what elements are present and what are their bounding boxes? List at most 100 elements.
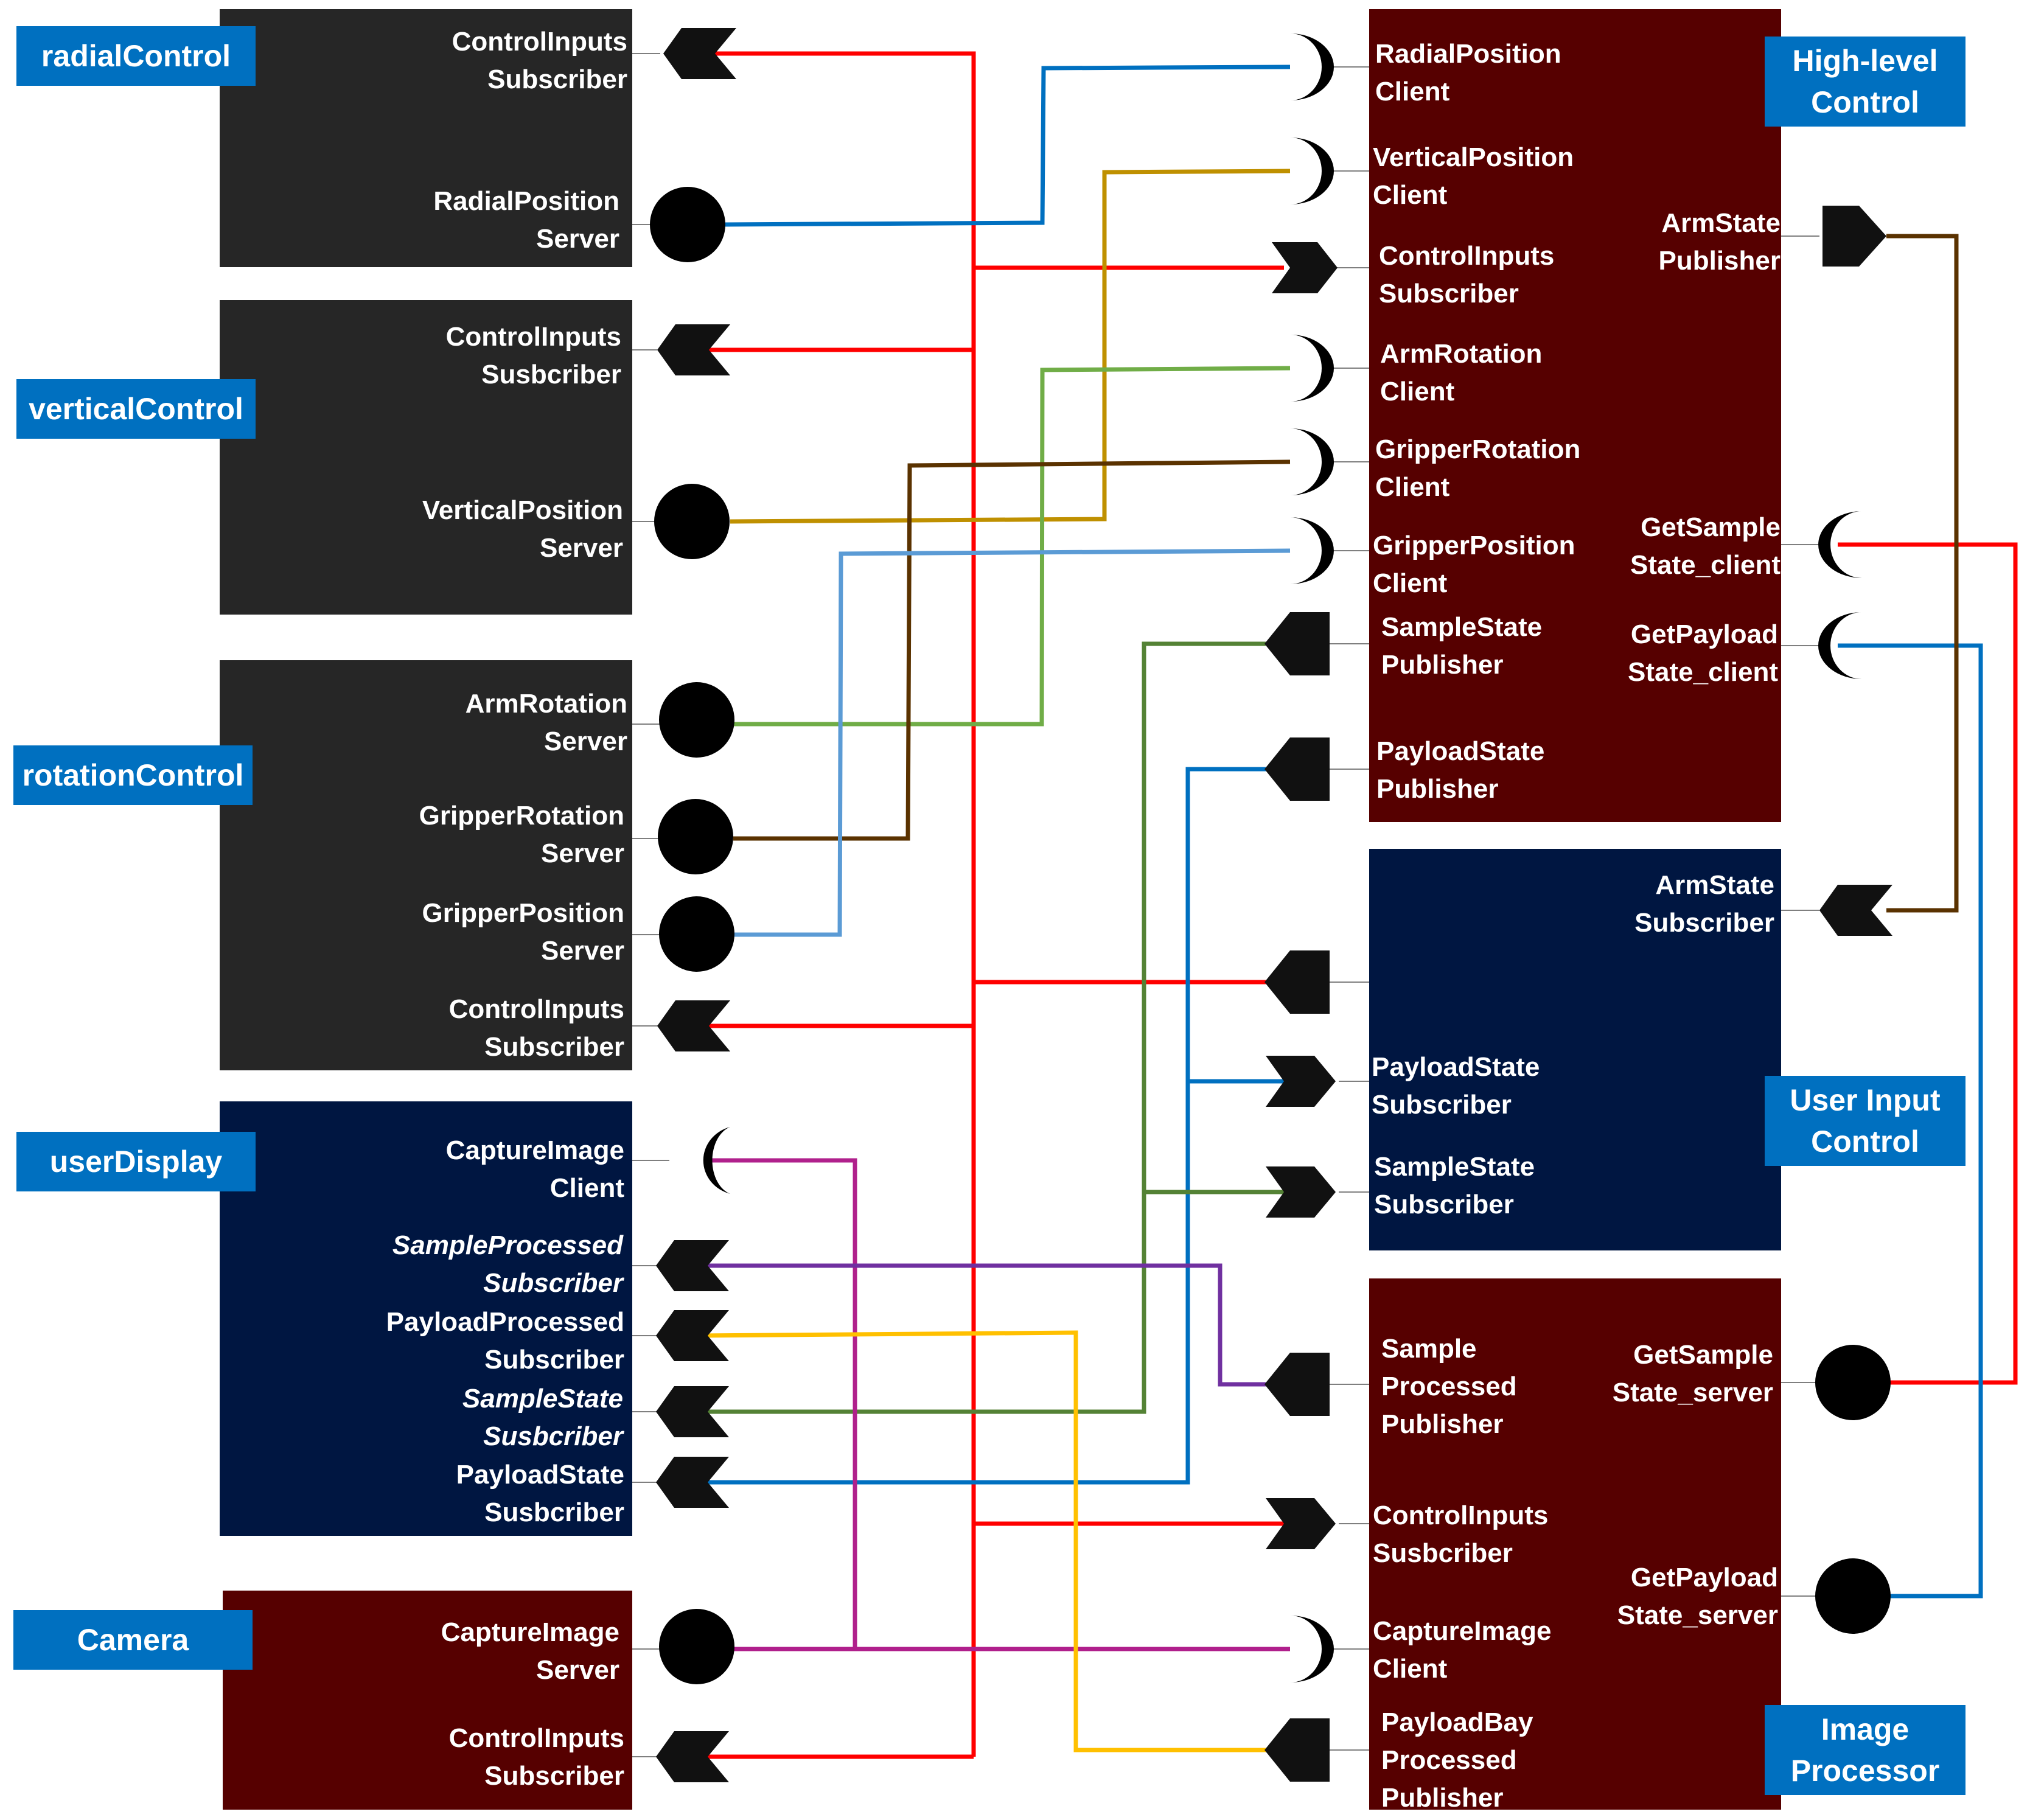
wire-purple-sampleprocessed	[697, 1263, 1266, 1387]
client-icon	[1290, 335, 1334, 402]
control-inputs-bus	[694, 51, 2018, 1759]
wire-darkgreen-samplestate	[697, 641, 1266, 1414]
vertical-control-box	[220, 300, 632, 615]
client-icon	[703, 1127, 730, 1194]
user-display-box	[220, 1101, 632, 1536]
server-icon	[1815, 1558, 1891, 1634]
wire-brown-armstate	[1886, 234, 1959, 913]
subscriber-icon	[1272, 242, 1338, 293]
camera-box	[223, 1591, 632, 1810]
server-icon	[659, 682, 734, 758]
publisher-icon	[1264, 950, 1330, 1014]
subscriber-icon	[656, 1457, 729, 1508]
high-level-control-box	[1369, 9, 1781, 822]
wire-green-armrotation	[733, 366, 1291, 727]
server-icon	[650, 187, 725, 262]
client-icon	[1290, 517, 1334, 584]
client-icon	[1290, 138, 1334, 204]
wire-brown-gripperrotation	[733, 459, 1291, 841]
subscriber-icon	[663, 28, 736, 79]
subscriber-icon	[1266, 1498, 1336, 1549]
client-icon	[1290, 1616, 1334, 1682]
publisher-icon	[1264, 737, 1330, 801]
user-display-tag: userDisplay	[16, 1132, 256, 1191]
server-icon	[659, 1609, 734, 1684]
wire-blue-getpayload	[1838, 643, 1983, 1599]
wire-red-getsample	[1838, 542, 2018, 1385]
subscriber-icon	[1819, 885, 1892, 936]
client-icon	[1290, 33, 1334, 100]
client-icon	[1290, 428, 1334, 495]
wire-lightblue-gripperposition	[733, 548, 1291, 937]
client-icon	[1818, 612, 1862, 679]
publisher-icon	[1264, 1718, 1330, 1782]
subscriber-icon	[657, 1000, 730, 1051]
wire-red-radial	[697, 51, 976, 1757]
rotation-control-box	[220, 660, 632, 1070]
subscriber-icon	[656, 1240, 729, 1291]
user-input-control-box	[1369, 849, 1781, 1250]
rotation-control-tag: rotationControl	[13, 745, 253, 805]
wire-gold-verticalposition	[730, 169, 1291, 524]
subscriber-icon	[656, 1386, 729, 1437]
server-icon	[659, 896, 734, 972]
publisher-icon	[1264, 612, 1330, 675]
wire-blue-payloadstate	[697, 767, 1266, 1485]
publisher-icon	[1822, 206, 1886, 267]
subscriber-icon	[656, 1731, 729, 1782]
image-processor-box	[1369, 1278, 1781, 1810]
subscriber-icon	[1266, 1056, 1336, 1107]
wire-yellow-payloadprocessed	[696, 1330, 1266, 1752]
server-icon	[654, 484, 730, 559]
subscriber-icon	[1266, 1166, 1336, 1218]
radial-control-tag: radialControl	[16, 26, 256, 86]
wire-blue-radialposition	[724, 65, 1291, 227]
subscriber-icon	[656, 1310, 729, 1361]
port-leaders	[632, 53, 1819, 1757]
subscriber-icon	[657, 324, 730, 375]
server-icon	[1815, 1345, 1891, 1420]
vertical-control-tag: verticalControl	[16, 379, 256, 439]
wire-magenta-captureimage	[706, 1158, 857, 1649]
